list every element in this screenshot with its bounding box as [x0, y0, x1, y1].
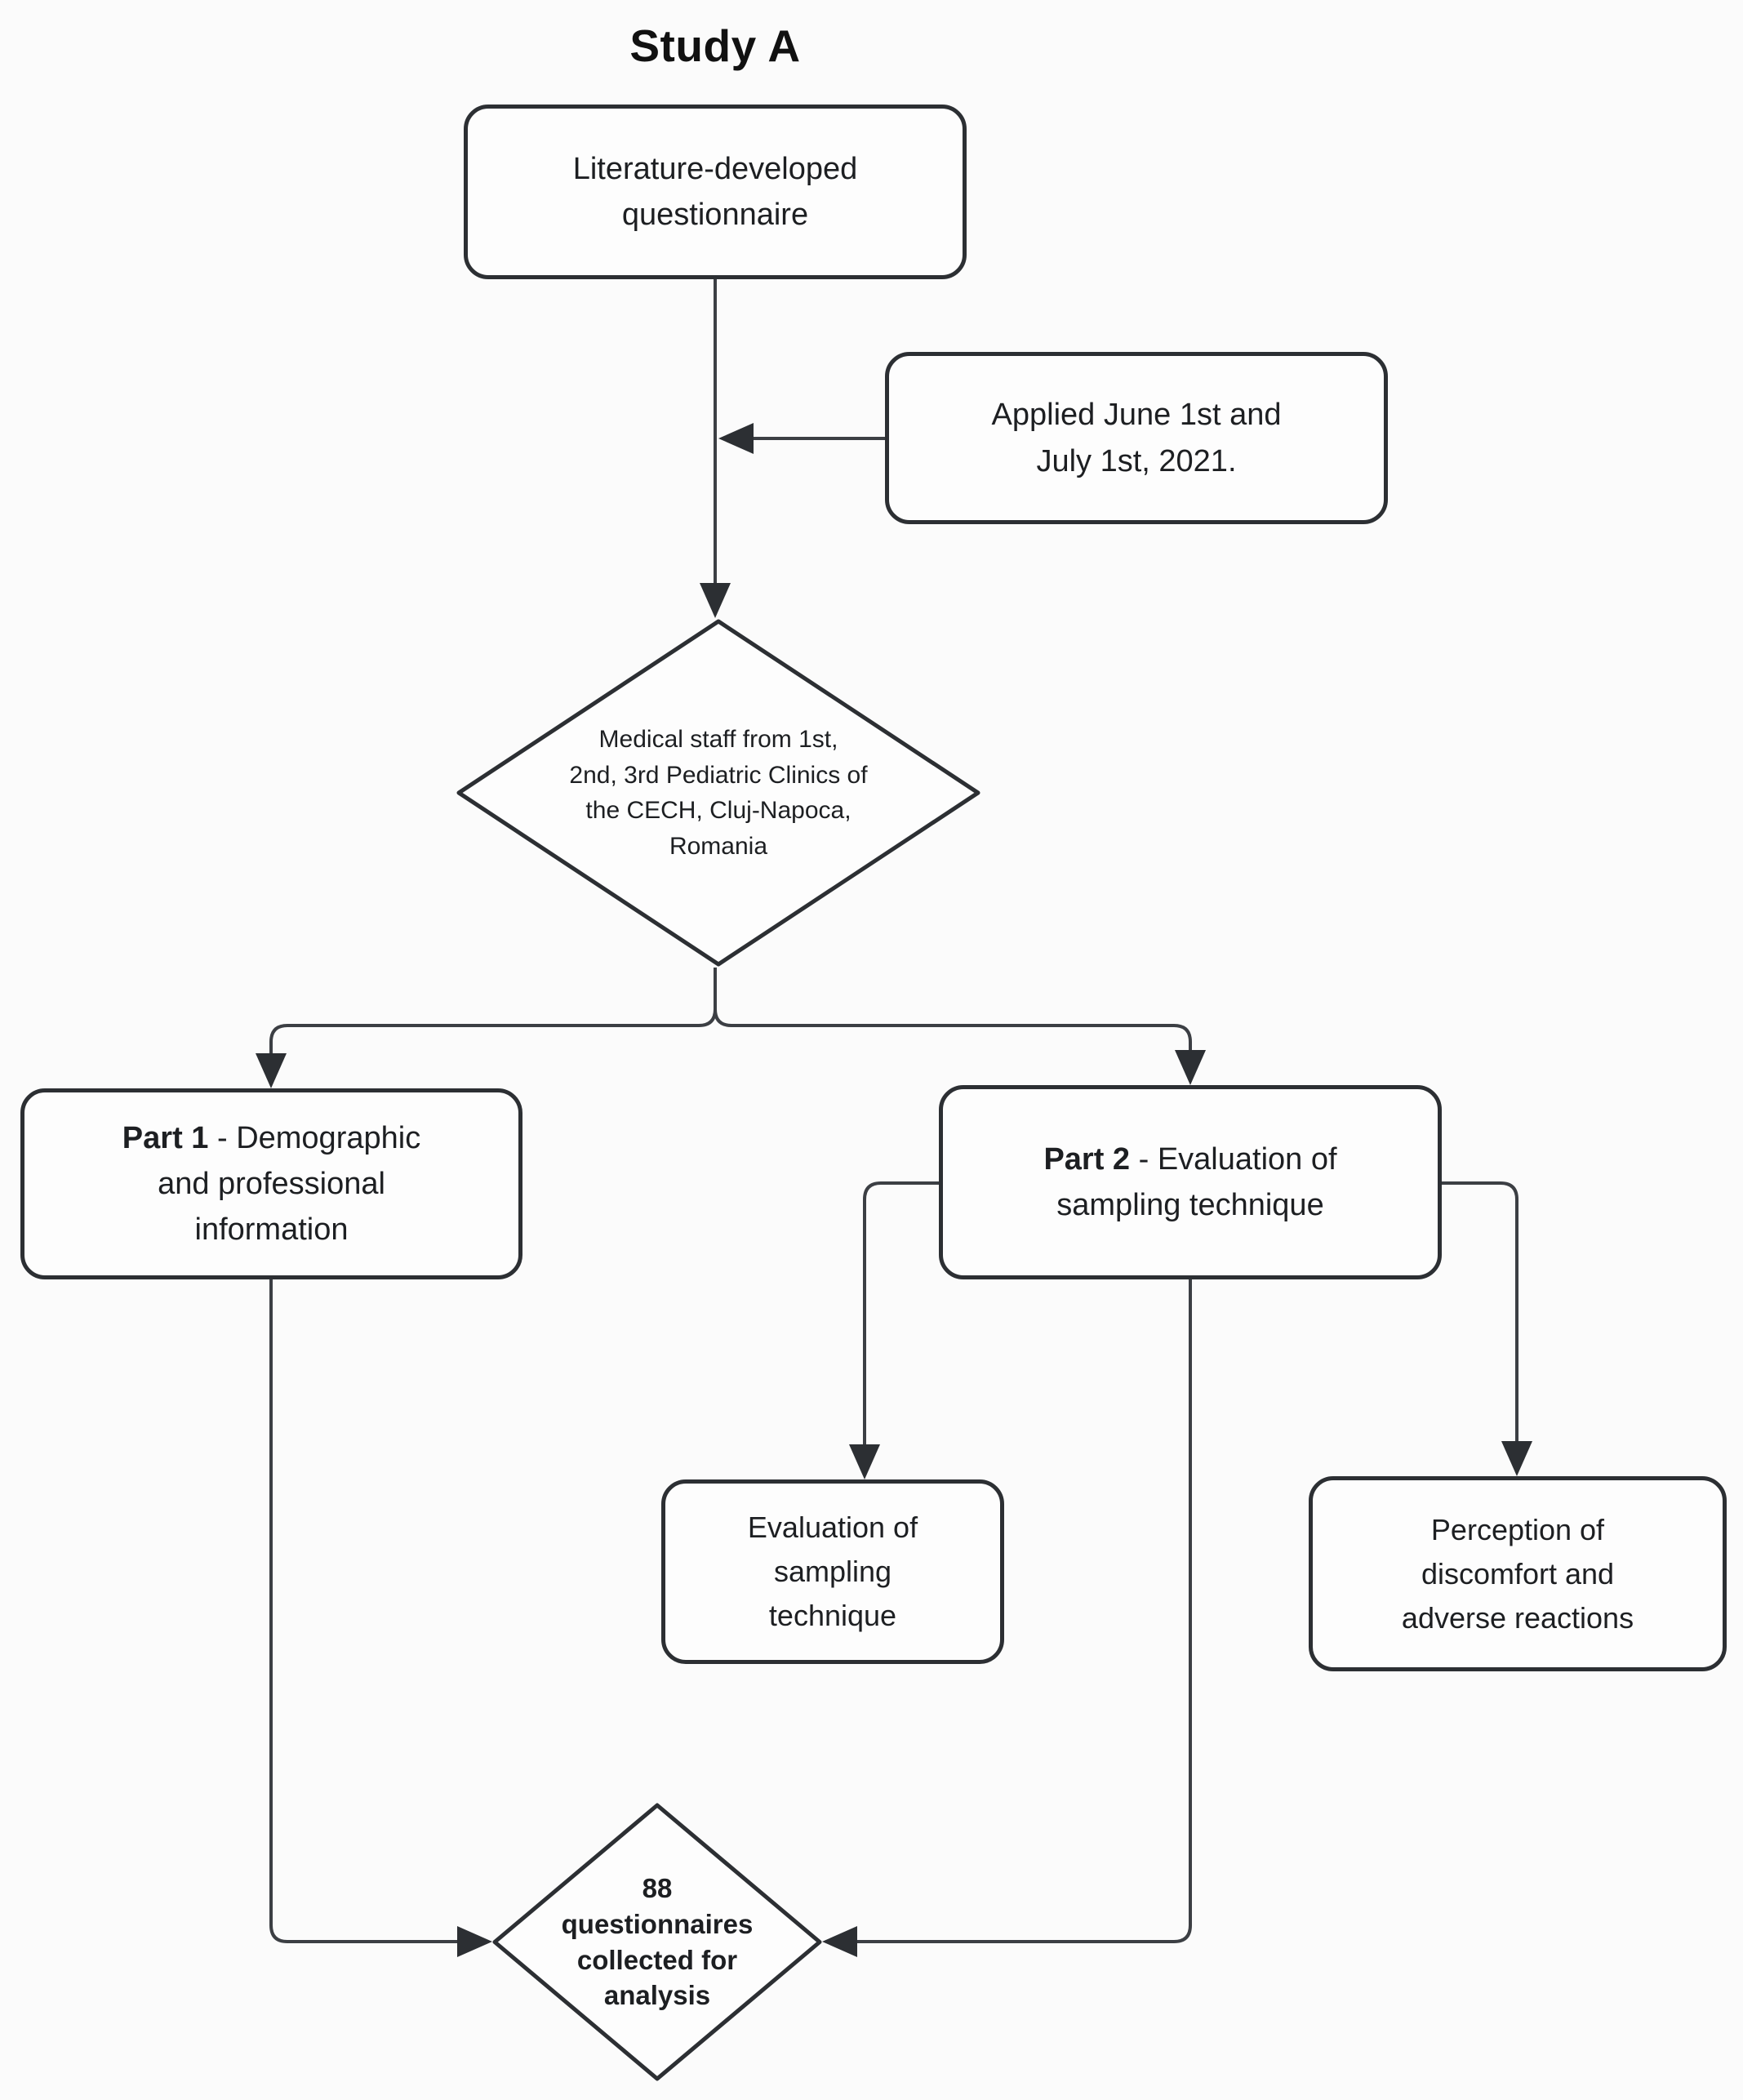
connector-branch-right: [714, 1008, 1192, 1053]
node-applied-dates: Applied June 1st and July 1st, 2021.: [885, 352, 1388, 524]
node-applied-dates-label: Applied June 1st and July 1st, 2021.: [991, 398, 1282, 478]
connector-part2-to-evaluation: [863, 1181, 939, 1448]
arrowhead-right-collected: [457, 1926, 492, 1957]
diagram-title: Study A: [629, 20, 801, 71]
node-literature-questionnaire-label: Literature-developed questionnaire: [572, 151, 858, 232]
connector-part2-to-collected: [857, 1279, 1192, 1943]
node-part1-bold: Part 1: [122, 1120, 209, 1155]
node-evaluation-technique-label: Evaluation of sampling technique: [747, 1510, 918, 1632]
arrowhead-left-collected: [822, 1926, 857, 1957]
node-part1-label: Part 1 - Demographic and professional in…: [122, 1115, 420, 1253]
arrowhead-down-perception: [1501, 1441, 1532, 1476]
arrowhead-down-part1: [256, 1053, 287, 1088]
node-part1: Part 1 - Demographic and professional in…: [20, 1088, 522, 1279]
connector-part1-to-collected: [269, 1279, 457, 1943]
node-perception-discomfort: Perception of discomfort and adverse rea…: [1309, 1476, 1727, 1671]
node-part2: Part 2 - Evaluation of sampling techniqu…: [939, 1085, 1442, 1279]
node-medical-staff-label: Medical staff from 1st, 2nd, 3rd Pediatr…: [569, 726, 868, 860]
diamond-shape: [456, 619, 980, 967]
node-collected-label: 88 questionnaires collected for analysis: [561, 1873, 754, 2011]
arrowhead-down-part2: [1175, 1050, 1206, 1085]
node-collected-diamond: 88 questionnaires collected for analysis: [491, 1802, 823, 2082]
node-part2-rest: - Evaluation of sampling technique: [1056, 1141, 1337, 1222]
node-part1-rest: - Demographic and professional informati…: [158, 1120, 421, 1248]
node-part2-label: Part 2 - Evaluation of sampling techniqu…: [1043, 1137, 1336, 1228]
node-part2-bold: Part 2: [1043, 1141, 1131, 1177]
arrowhead-down-evaluation: [849, 1444, 880, 1479]
arrowhead-down-staff: [700, 583, 731, 618]
diamond-shape: [492, 1803, 822, 2081]
connector-part2-to-perception: [1442, 1181, 1518, 1444]
connector-branch-left: [269, 1008, 717, 1057]
node-perception-discomfort-label: Perception of discomfort and adverse rea…: [1401, 1512, 1634, 1635]
node-medical-staff-diamond: Medical staff from 1st, 2nd, 3rd Pediatr…: [456, 618, 981, 968]
node-evaluation-technique: Evaluation of sampling technique: [661, 1479, 1004, 1664]
arrowhead-left-spine: [718, 423, 754, 454]
node-literature-questionnaire: Literature-developed questionnaire: [464, 105, 967, 279]
